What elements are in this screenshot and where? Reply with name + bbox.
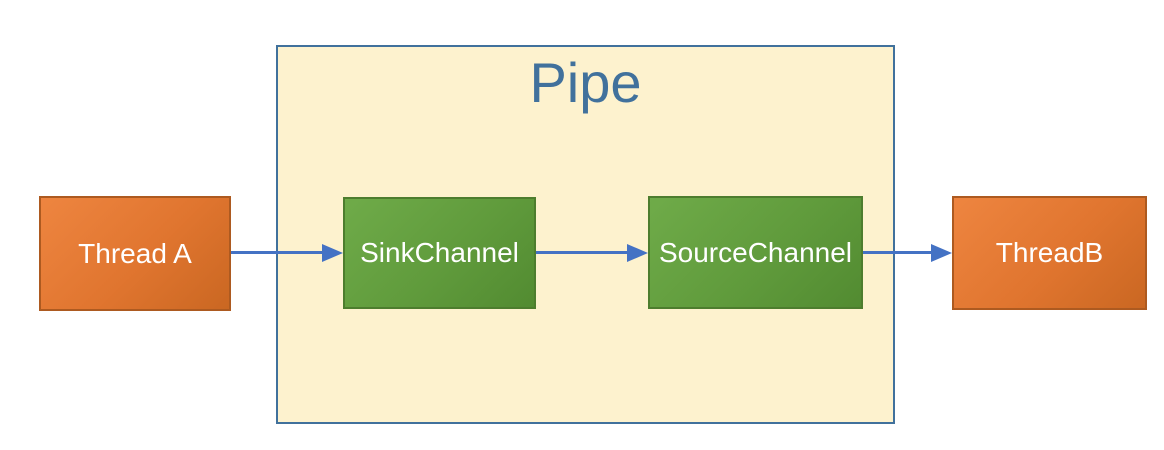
node-source-channel-label: SourceChannel	[658, 236, 853, 268]
arrow-shaft	[536, 251, 630, 254]
node-source-channel: SourceChannel	[648, 196, 863, 309]
arrow-head-icon	[322, 244, 343, 262]
arrow-head-icon	[627, 244, 648, 262]
arrow-sink-channel-to-source-channel	[536, 244, 648, 262]
node-thread-b-label: ThreadB	[995, 237, 1104, 268]
node-thread-b: ThreadB	[952, 196, 1147, 310]
arrow-source-channel-to-thread-b	[863, 244, 952, 262]
node-thread-a-label: Thread A	[78, 237, 192, 269]
arrow-thread-a-to-sink-channel	[231, 244, 343, 262]
arrow-shaft	[863, 251, 934, 254]
arrow-head-icon	[931, 244, 952, 262]
arrow-shaft	[231, 251, 325, 254]
node-sink-channel: SinkChannel	[343, 197, 536, 309]
pipe-container-label: Pipe	[529, 51, 642, 114]
node-thread-a: Thread A	[39, 196, 231, 311]
node-sink-channel-label: SinkChannel	[360, 237, 519, 268]
